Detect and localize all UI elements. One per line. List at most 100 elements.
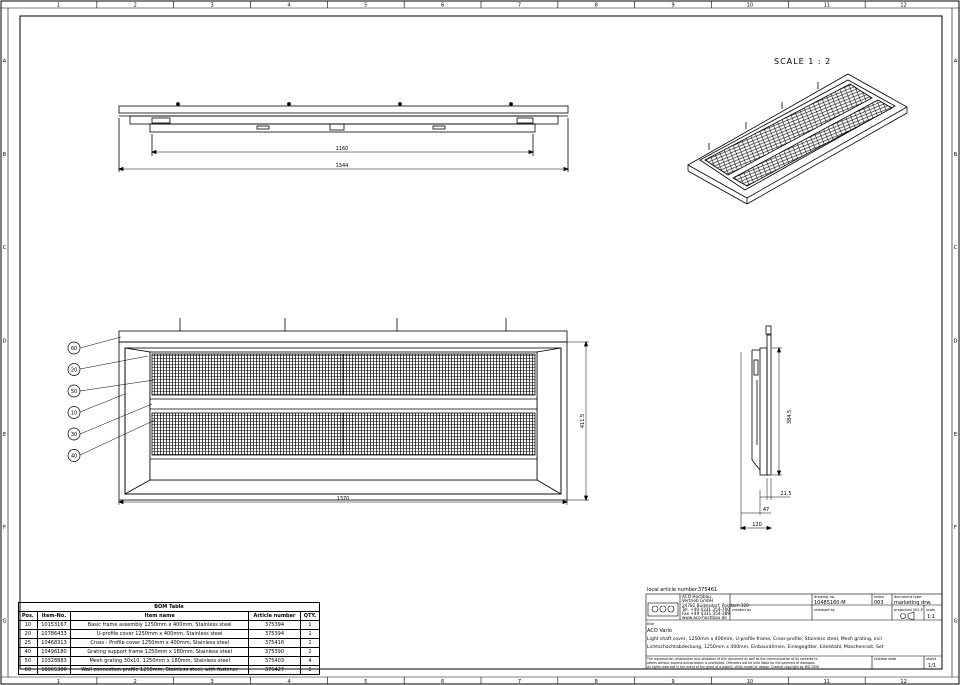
bom-header-cell: Item name bbox=[70, 611, 250, 621]
bom-cell: 40 bbox=[18, 647, 38, 657]
grid-column-label: 9 bbox=[671, 3, 674, 9]
index-value: 003 bbox=[874, 600, 884, 606]
projection-label: projection ISO-E bbox=[894, 608, 924, 612]
balloon-label: 10 bbox=[71, 410, 77, 416]
balloon-leaders bbox=[79, 336, 156, 456]
bom-cell: 10 bbox=[18, 620, 38, 630]
balloon bbox=[67, 363, 81, 376]
company-line-2: Vertrieb GmbH bbox=[682, 598, 713, 603]
bom-cell: 1 bbox=[299, 620, 321, 630]
bom-cell: 10965380 bbox=[36, 665, 72, 675]
company-line-6: www.aco-hochbau.de bbox=[682, 615, 727, 620]
title-label: title bbox=[647, 622, 655, 626]
grid-row-label: C bbox=[3, 245, 7, 251]
bom-header-cell: Article number bbox=[248, 611, 301, 621]
company-line-5: Fax +49 4331 354-389 bbox=[682, 611, 730, 616]
grid-column-label: 2 bbox=[134, 679, 137, 685]
bom-cell: U-profile cover 1250mm x 400mm, Stainles… bbox=[70, 629, 250, 639]
balloon-label: 30 bbox=[71, 432, 77, 438]
grid-row-label: A bbox=[3, 59, 7, 65]
drawing-no-label: drawing no. bbox=[814, 595, 835, 599]
index-label: index bbox=[874, 595, 885, 599]
dim-top-outer: 1344 bbox=[336, 163, 349, 169]
bom-cell: 4 bbox=[299, 656, 321, 666]
bom-cell: 10153167 bbox=[36, 620, 72, 630]
balloon-label: 60 bbox=[71, 346, 77, 352]
doc-type: marketing drw. bbox=[894, 600, 932, 606]
bom-caption: BOM Table bbox=[18, 602, 320, 612]
grid-column-label: 11 bbox=[824, 679, 830, 685]
grid-column-label: 5 bbox=[364, 679, 367, 685]
bom-cell: 375390 bbox=[248, 647, 301, 657]
release-date-label: release date bbox=[874, 657, 897, 661]
front-view bbox=[117, 318, 589, 505]
grid-column-label: 5 bbox=[364, 3, 367, 9]
bom-cell: Basic frame assembly 1250mm x 400mm, Sta… bbox=[70, 620, 250, 630]
scale-label-tb: scale bbox=[926, 608, 936, 612]
bom-cell: 25 bbox=[18, 638, 38, 648]
grid-column-label: 7 bbox=[518, 3, 521, 9]
dim-side-a: 21.5 bbox=[780, 491, 791, 497]
bom-cell: 20 bbox=[18, 629, 38, 639]
grid-column-label: 2 bbox=[134, 3, 137, 9]
grid-column-label: 9 bbox=[671, 679, 674, 685]
bom-cell: Wall connection profile 1250mm, Stainles… bbox=[70, 665, 250, 675]
balloon-label: 20 bbox=[71, 367, 77, 373]
bom-cell: 375416 bbox=[248, 638, 301, 648]
bom-cell: 375394 bbox=[248, 620, 301, 630]
grid-column-label: 11 bbox=[824, 3, 830, 9]
title-line-1: ACO Vario bbox=[647, 628, 672, 634]
bom-cell: 10786433 bbox=[36, 629, 72, 639]
grid-column-label: 3 bbox=[210, 3, 213, 9]
grid-column-label: 12 bbox=[900, 679, 906, 685]
grid-column-label: 7 bbox=[518, 679, 521, 685]
dim-side-b: 47 bbox=[763, 507, 769, 513]
grid-row-label: G bbox=[954, 618, 958, 624]
bom-header-cell: Item-No. bbox=[36, 611, 72, 621]
balloon bbox=[67, 406, 81, 419]
grid-column-label: 1 bbox=[57, 3, 60, 9]
company-line-3: 24782 Büdelsdorf, Postfach 320 bbox=[682, 603, 749, 608]
grid-column-label: 10 bbox=[747, 679, 753, 685]
grid-column-label: 10 bbox=[747, 3, 753, 9]
top-view bbox=[117, 102, 570, 172]
grid-column-label: 1 bbox=[57, 679, 60, 685]
local-article-label: local article number: bbox=[647, 587, 699, 593]
grid-row-label: E bbox=[3, 432, 6, 438]
bom-cell: 1 bbox=[299, 638, 321, 648]
bom-cell: 375427 bbox=[248, 665, 301, 675]
bom-cell: 1 bbox=[299, 665, 321, 675]
local-article-number: 375461 bbox=[698, 587, 717, 593]
bom-cell: 375403 bbox=[248, 656, 301, 666]
company-line-4: Tel. +49 4331 354-700 bbox=[681, 607, 730, 612]
dim-top-inner: 1160 bbox=[336, 146, 349, 152]
dim-front-width: 1370 bbox=[337, 496, 350, 502]
grid-column-label: 3 bbox=[210, 679, 213, 685]
bom-header-cell: Pos. bbox=[18, 611, 38, 621]
legal-line-3: All rights reserved in the event of the … bbox=[647, 665, 819, 669]
title-line-3: Lichtschachtabdeckung, 1250mm x 400mm, E… bbox=[647, 644, 884, 650]
balloon bbox=[67, 427, 81, 441]
created-by-label: created by bbox=[732, 608, 752, 612]
dim-front-height: 411.5 bbox=[580, 414, 586, 428]
grid-column-label: 4 bbox=[287, 679, 290, 685]
bom-cell: 60 bbox=[18, 665, 38, 675]
grid-row-label: F bbox=[954, 525, 957, 531]
legal-line-1: The reproduction, distribution and utili… bbox=[646, 657, 818, 661]
grid-row-label: A bbox=[954, 59, 958, 65]
sheet-value: 1/1 bbox=[928, 663, 936, 669]
bom-cell: 1 bbox=[299, 629, 321, 639]
